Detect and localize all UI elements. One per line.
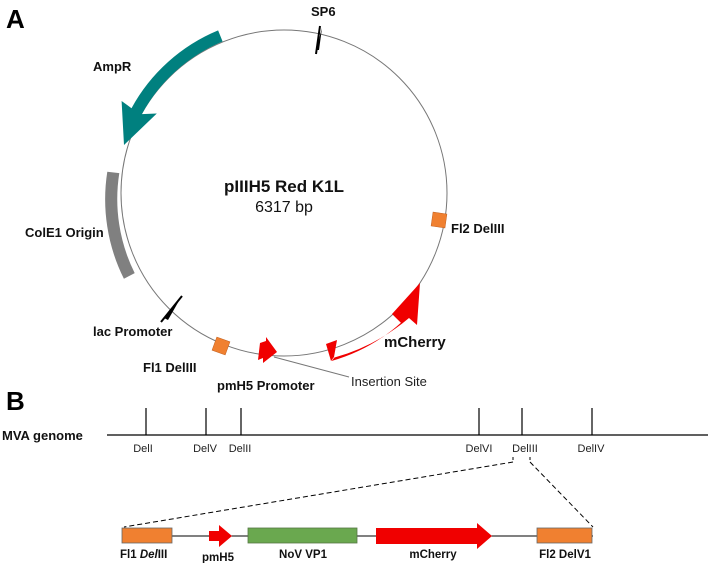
genome-site-ticks [145,408,593,435]
mcherry-arrow-tail [326,340,337,361]
ampr-label: AmpR [93,59,132,74]
construct-fl1-block [121,527,173,544]
pmh5-arrow [258,337,277,363]
construct-mcherry-label: mCherry [409,549,457,561]
cole1-origin-block [105,171,135,279]
mcherry-plasmid-label: mCherry [384,334,446,351]
insertion-site-label: Insertion Site [351,374,427,389]
panel-a-label: A [6,4,25,34]
lac-promoter-label: lac Promoter [93,324,172,339]
plasmid-name: pIIIH5 Red K1L [224,177,344,196]
fl2-flank-box [430,211,448,229]
mva-genome-label: MVA genome [2,428,83,443]
sp6-marker-line [315,25,321,55]
construct-fl2-block [536,527,593,544]
site-label-deliv: DelIV [578,443,606,455]
cole1-label: ColE1 Origin [25,225,104,240]
sp6-label: SP6 [311,4,336,19]
construct-mcherry-arrow [376,523,492,549]
site-label-delii: DelII [229,443,252,455]
mcherry-plasmid-arrow [331,283,420,361]
fl1-flank-box [211,336,231,356]
insertion-site-pointer [273,356,350,378]
construct-pmh5-arrow [209,525,232,547]
site-label-delv: DelV [193,443,218,455]
construct-pmh5-label: pmH5 [202,552,235,563]
lac-marker-line [160,295,183,323]
zoom-line-left [123,461,514,528]
fl2-plasmid-label: Fl2 DelIII [451,221,504,236]
ampr-arrow [121,30,223,145]
pmh5-promoter-label: pmH5 Promoter [217,378,315,393]
plasmid-backbone [120,29,448,357]
site-label-deli: DelI [133,443,153,455]
plasmid-size: 6317 bp [255,199,313,216]
site-label-deliii: DelIII [512,443,538,455]
construct-novvp1-block [247,527,358,544]
construct-fl1-label: Fl1 DelIII [120,549,167,561]
construct-novvp1-label: NoV VP1 [279,549,328,561]
zoom-line-right [529,461,594,528]
panel-b-label: B [6,386,25,416]
site-label-delvi: DelVI [466,443,493,455]
construct-fl2-label: Fl2 DelV1 [539,549,591,561]
fl1-plasmid-label: Fl1 DelIII [143,360,196,375]
